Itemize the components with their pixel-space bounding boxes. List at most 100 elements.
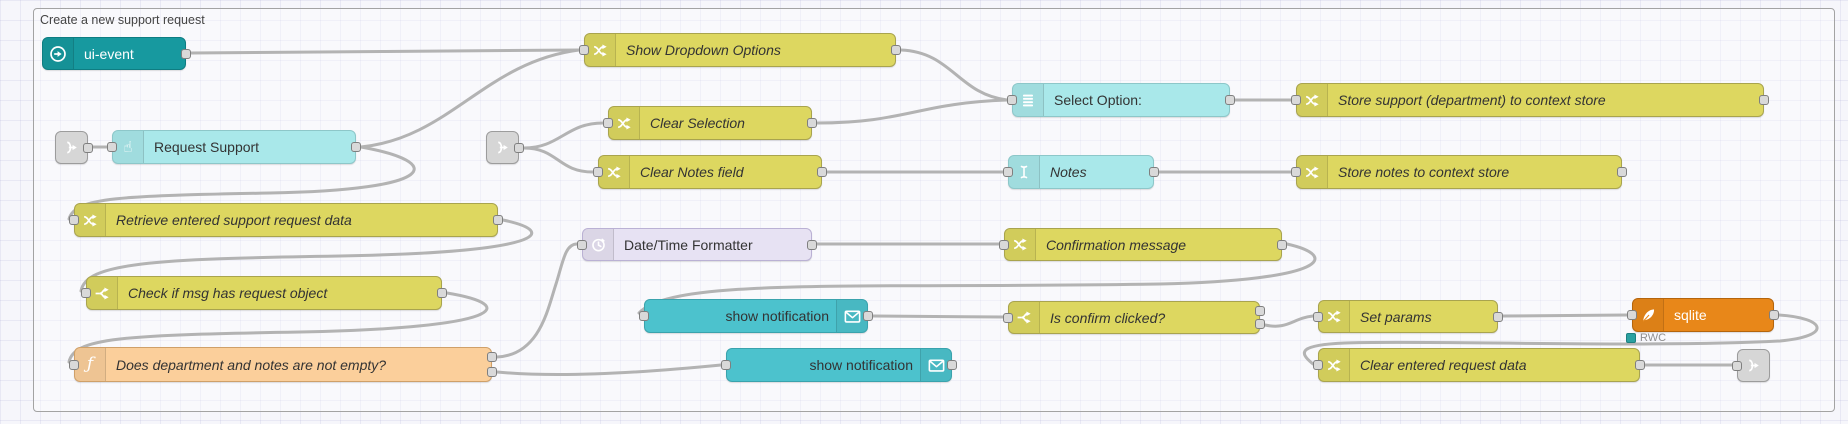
wire[interactable] [637, 242, 1317, 315]
input-port[interactable] [593, 167, 603, 177]
output-port[interactable] [514, 142, 524, 153]
node-ui-event[interactable]: ui-event [42, 37, 191, 70]
input-port[interactable] [81, 288, 91, 298]
output-port[interactable] [817, 167, 827, 177]
output-port[interactable] [1493, 311, 1503, 322]
input-port[interactable] [1291, 95, 1301, 105]
output-port[interactable] [1769, 310, 1779, 320]
wire[interactable] [815, 98, 1009, 125]
input-port[interactable] [639, 311, 649, 321]
input-port[interactable] [1003, 167, 1013, 177]
node-link-in[interactable] [55, 131, 93, 164]
output-port[interactable] [1149, 167, 1159, 177]
node-label: show notification [725, 308, 829, 324]
wire[interactable] [1263, 314, 1315, 328]
node-set-params[interactable]: Set params [1313, 300, 1503, 333]
input-port[interactable] [69, 359, 79, 370]
output-port-2[interactable] [1255, 319, 1265, 329]
node-store-support[interactable]: Store support (department) to context st… [1291, 83, 1769, 117]
link-arrow-icon [1745, 357, 1762, 374]
input-port[interactable] [1732, 360, 1742, 371]
output-port-1[interactable] [1255, 306, 1265, 316]
output-port[interactable] [1635, 360, 1645, 370]
wire[interactable] [189, 48, 581, 55]
shuffle-icon [1297, 84, 1328, 116]
input-port[interactable] [721, 360, 731, 370]
output-port-2[interactable] [487, 367, 497, 377]
output-port[interactable] [493, 215, 503, 225]
node-show-notification[interactable]: show notification [639, 299, 873, 333]
node-clear-notes-field[interactable]: Clear Notes field [593, 155, 827, 189]
wire[interactable] [67, 291, 489, 364]
output-port[interactable] [1225, 95, 1235, 105]
wire[interactable] [899, 48, 1009, 102]
input-port[interactable] [1313, 311, 1323, 322]
node-is-confirm-clicked[interactable]: Is confirm clicked? [1003, 301, 1265, 334]
input-port[interactable] [1313, 360, 1323, 370]
node-store-notes[interactable]: Store notes to context store [1291, 155, 1627, 189]
node-show-notification[interactable]: show notification [721, 348, 957, 382]
output-port[interactable] [351, 142, 361, 152]
node-datetime-formatter[interactable]: Date/Time Formatter [577, 228, 817, 261]
node-clear-entered[interactable]: Clear entered request data [1313, 348, 1645, 382]
text-cursor-icon [1009, 156, 1040, 188]
output-port-1[interactable] [487, 352, 497, 362]
node-link-in[interactable] [486, 131, 524, 164]
circle-arrow-icon [43, 38, 74, 69]
list-icon [1013, 84, 1044, 116]
hand-pointer-icon: ☝ [113, 131, 144, 163]
node-retrieve-entered[interactable]: Retrieve entered support request data [69, 203, 503, 237]
node-label: Does department and notes are not empty? [116, 356, 387, 373]
node-label: Select Option: [1054, 92, 1142, 108]
node-confirmation-message[interactable]: Confirmation message [999, 228, 1287, 261]
node-label: Check if msg has request object [128, 285, 328, 301]
wire[interactable] [522, 146, 595, 174]
node-clear-selection[interactable]: Clear Selection [603, 106, 817, 140]
output-port[interactable] [1277, 239, 1287, 250]
wire[interactable] [359, 48, 581, 149]
output-port[interactable] [1759, 95, 1769, 105]
wire[interactable] [79, 218, 534, 293]
input-port[interactable] [107, 142, 117, 152]
node-label: Retrieve entered support request data [116, 212, 352, 228]
node-notes[interactable]: Notes [1003, 155, 1159, 189]
input-port[interactable] [1627, 310, 1637, 320]
wire[interactable] [871, 314, 1005, 319]
output-port[interactable] [807, 239, 817, 250]
input-port[interactable] [577, 239, 587, 250]
output-port[interactable] [807, 118, 817, 128]
node-request-support[interactable]: ☝ Request Support [107, 130, 361, 164]
input-port[interactable] [69, 215, 79, 225]
output-port[interactable] [83, 142, 93, 153]
output-port[interactable] [947, 360, 957, 370]
output-port[interactable] [863, 311, 873, 321]
node-select-option[interactable]: Select Option: [1007, 83, 1235, 117]
node-link-out[interactable] [1732, 349, 1770, 382]
node-label: Set params [1360, 308, 1432, 325]
input-port[interactable] [999, 239, 1009, 250]
input-port[interactable] [603, 118, 613, 128]
output-port[interactable] [181, 48, 191, 59]
shuffle-icon [609, 107, 640, 139]
node-label: show notification [809, 357, 913, 373]
node-check-if-msg[interactable]: Check if msg has request object [81, 276, 447, 310]
wire[interactable] [1501, 313, 1629, 318]
node-label: Clear Selection [650, 115, 745, 131]
node-label: Show Dropdown Options [626, 42, 781, 58]
output-port[interactable] [891, 45, 901, 55]
input-port[interactable] [579, 45, 589, 55]
input-port[interactable] [1003, 312, 1013, 323]
node-does-department[interactable]: ƒ Does department and notes are not empt… [69, 347, 497, 382]
wire[interactable] [1302, 313, 1819, 366]
wire[interactable] [495, 242, 579, 359]
output-port[interactable] [1617, 167, 1627, 177]
input-port[interactable] [1291, 167, 1301, 177]
output-port[interactable] [437, 288, 447, 298]
node-show-dropdown-options[interactable]: Show Dropdown Options [579, 33, 901, 67]
wire[interactable] [495, 363, 723, 376]
function-f-icon: ƒ [75, 348, 106, 381]
node-sqlite[interactable]: sqlite [1627, 298, 1779, 332]
node-label: sqlite [1674, 307, 1707, 323]
input-port[interactable] [1007, 95, 1017, 105]
